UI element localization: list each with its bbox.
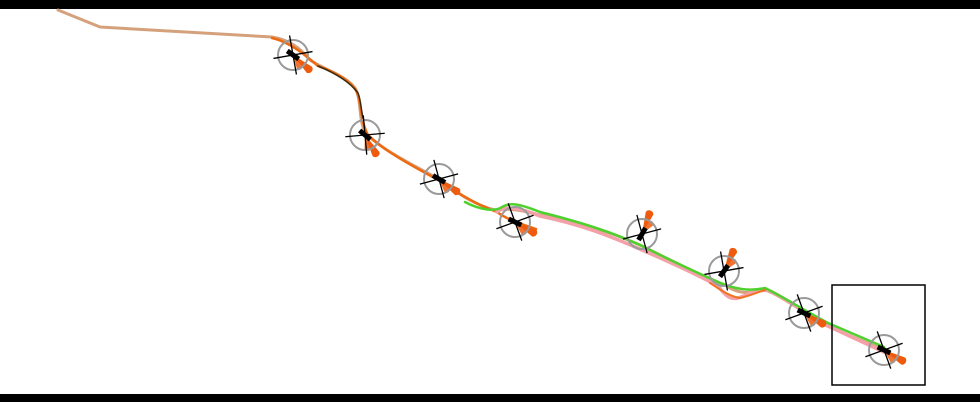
agent-marker-1 xyxy=(273,35,313,75)
agent-ring xyxy=(788,297,820,329)
agents-layer xyxy=(273,35,907,369)
agent-center xyxy=(513,220,517,224)
agent-marker-8 xyxy=(865,331,907,369)
predicted-path-orange-tail xyxy=(709,282,766,299)
agent-ring xyxy=(499,206,531,238)
top-frame-bar xyxy=(0,0,980,9)
agent-marker-7 xyxy=(785,294,827,332)
agent-ring xyxy=(349,119,381,151)
agent-ring xyxy=(868,334,900,366)
predicted-path-dark xyxy=(317,65,364,119)
agent-marker-2 xyxy=(345,115,385,158)
agent-ring xyxy=(626,218,658,250)
predicted-path-pink xyxy=(495,206,886,354)
agent-marker-6 xyxy=(704,247,744,291)
agent-ring xyxy=(423,163,455,195)
bottom-frame-bar xyxy=(0,394,980,402)
highlight-box xyxy=(831,284,926,386)
agent-ring xyxy=(277,39,309,71)
agent-center xyxy=(722,269,726,273)
agent-center xyxy=(363,133,367,137)
agent-center xyxy=(802,311,806,315)
agent-center xyxy=(640,232,644,236)
paths-layer xyxy=(56,8,886,354)
agent-center xyxy=(882,348,886,352)
predicted-path-green xyxy=(463,200,886,349)
reference-path xyxy=(56,8,886,352)
agent-marker-5 xyxy=(622,210,662,254)
agent-ring xyxy=(708,255,740,287)
agent-marker-3 xyxy=(419,159,461,199)
agent-center xyxy=(437,177,441,181)
agent-marker-4 xyxy=(496,203,538,241)
agent-center xyxy=(291,53,295,57)
